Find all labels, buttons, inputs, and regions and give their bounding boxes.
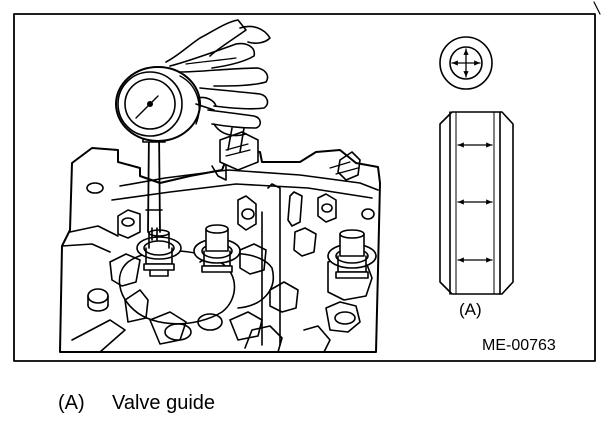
valve-guide-left: [136, 229, 182, 277]
guide-section-view: [439, 111, 514, 295]
border-corner-mark: [593, 1, 601, 15]
bore-gauge: [115, 66, 215, 241]
guide-top-view: [439, 36, 493, 90]
valve-guide-middle: [193, 224, 241, 273]
valve-guide-right: [327, 229, 377, 279]
figure-code: ME-00763: [482, 337, 556, 354]
figure-border: [13, 13, 596, 362]
caption-letter: (A): [58, 392, 85, 414]
hand-drawing: [165, 19, 271, 153]
caption-text: Valve guide: [112, 392, 216, 414]
callout-label-a: (A): [459, 300, 482, 319]
